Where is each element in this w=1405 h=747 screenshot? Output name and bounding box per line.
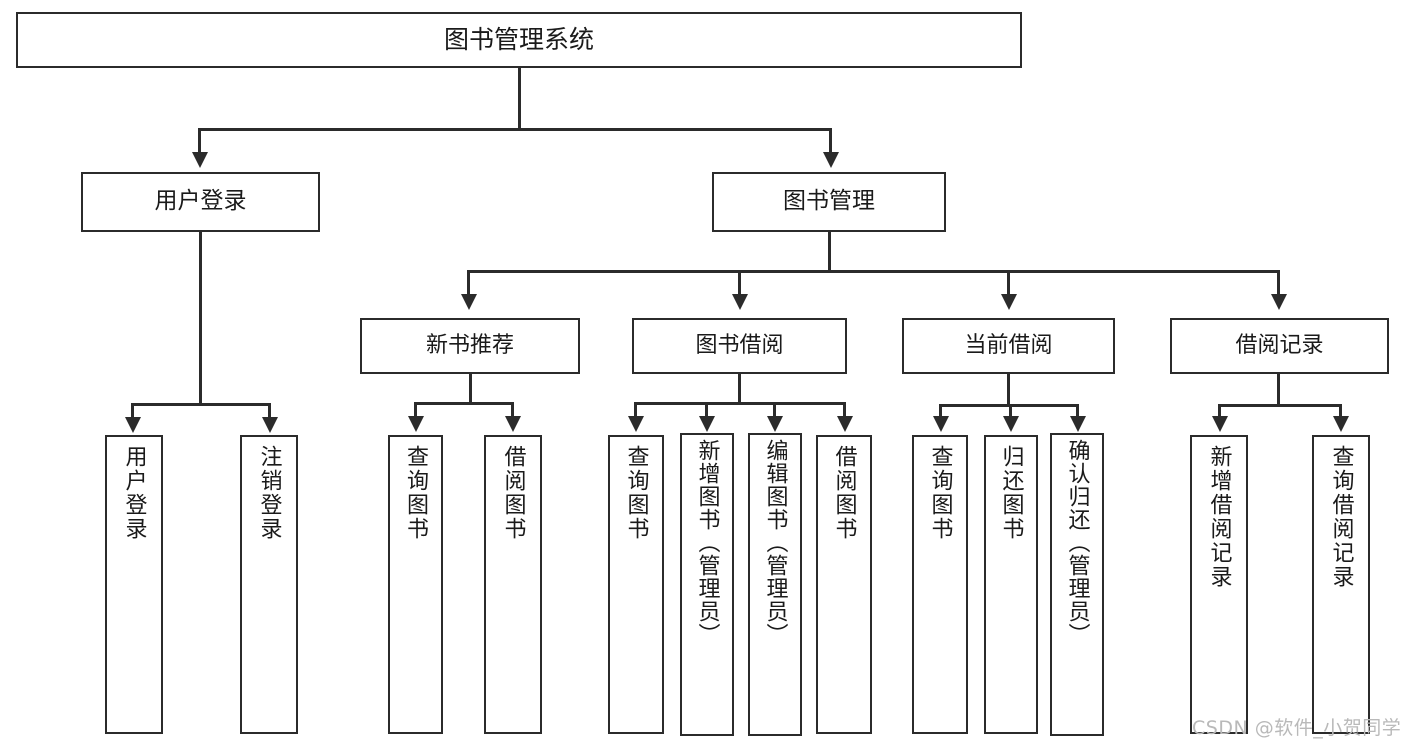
connector-root-drop-2: [829, 128, 832, 154]
node-label: 查询图书: [927, 445, 953, 541]
node-label: 借阅图书: [500, 445, 526, 541]
arrow-to-book-borrow: [732, 294, 748, 310]
arrow-to-user-login: [192, 152, 208, 168]
node-borrow-record[interactable]: 借阅记录: [1170, 318, 1389, 374]
connector-current-drop-1: [939, 404, 942, 418]
leaf-user-login[interactable]: 用户登录: [105, 435, 163, 734]
node-label: 新增借阅记录: [1206, 445, 1232, 589]
arrow-to-leaf-confirm-return: [1070, 416, 1086, 432]
arrow-to-leaf-query-book-3: [933, 416, 949, 432]
connector-bookmgmt-drop-1: [467, 270, 470, 296]
node-label: 图书管理: [783, 188, 875, 215]
connector-record-stem: [1277, 374, 1280, 406]
connector-record-drop-1: [1218, 404, 1221, 418]
connector-userlogin-bus: [131, 403, 270, 406]
arrow-to-leaf-borrow-book-1: [505, 416, 521, 432]
leaf-return-book[interactable]: 归还图书: [984, 435, 1038, 734]
arrow-to-leaf-query-book-1: [408, 416, 424, 432]
node-label: 新增图书（管理员）: [694, 439, 720, 646]
leaf-add-book-admin[interactable]: 新增图书（管理员）: [680, 433, 734, 736]
connector-recommend-stem: [469, 374, 472, 404]
connector-bookmgmt-drop-3: [1007, 270, 1010, 296]
node-label: 借阅图书: [831, 445, 857, 541]
connector-borrow-drop-2: [705, 402, 708, 418]
arrow-to-leaf-borrow-book-2: [837, 416, 853, 432]
arrow-to-leaf-query-record: [1333, 416, 1349, 432]
arrow-to-leaf-add-book: [699, 416, 715, 432]
node-label: 借阅记录: [1235, 333, 1324, 359]
connector-record-drop-2: [1339, 404, 1342, 418]
connector-root-stem: [518, 68, 521, 130]
leaf-confirm-return-admin[interactable]: 确认归还（管理员）: [1050, 433, 1104, 736]
node-label: 查询图书: [623, 445, 649, 541]
leaf-borrow-book[interactable]: 借阅图书: [816, 435, 872, 734]
node-current-borrow[interactable]: 当前借阅: [902, 318, 1115, 374]
node-label: 用户登录: [121, 445, 147, 541]
node-user-login[interactable]: 用户登录: [81, 172, 320, 232]
connector-bookmgmt-drop-4: [1277, 270, 1280, 296]
node-label: 当前借阅: [964, 333, 1053, 359]
arrow-to-current-borrow: [1001, 294, 1017, 310]
connector-root-bus: [198, 128, 831, 131]
node-label: 新书推荐: [425, 333, 514, 359]
connector-borrow-drop-4: [843, 402, 846, 418]
connector-recommend-drop-2: [511, 402, 514, 418]
connector-borrow-stem: [738, 374, 741, 404]
arrow-to-leaf-user-login: [125, 417, 141, 433]
leaf-borrow-book-recommend[interactable]: 借阅图书: [484, 435, 542, 734]
connector-borrow-drop-3: [773, 402, 776, 418]
connector-bookmgmt-stem: [828, 232, 831, 272]
connector-userlogin-drop-2: [268, 403, 271, 419]
leaf-query-book-current[interactable]: 查询图书: [912, 435, 968, 734]
arrow-to-leaf-logout: [262, 417, 278, 433]
connector-borrow-bus: [634, 402, 845, 405]
arrow-to-book-management: [823, 152, 839, 168]
arrow-to-leaf-add-record: [1212, 416, 1228, 432]
arrow-to-borrow-record: [1271, 294, 1287, 310]
node-label: 归还图书: [998, 445, 1024, 541]
arrow-to-leaf-return-book: [1003, 416, 1019, 432]
node-root-system[interactable]: 图书管理系统: [16, 12, 1022, 68]
node-book-borrow[interactable]: 图书借阅: [632, 318, 847, 374]
connector-recommend-drop-1: [414, 402, 417, 418]
connector-current-drop-2: [1009, 404, 1012, 418]
arrow-to-leaf-query-book-2: [628, 416, 644, 432]
node-label: 查询图书: [403, 445, 429, 541]
node-new-book-recommend[interactable]: 新书推荐: [360, 318, 580, 374]
connector-root-drop-1: [198, 128, 201, 154]
node-label: 图书借阅: [695, 333, 784, 359]
leaf-query-book-recommend[interactable]: 查询图书: [388, 435, 443, 734]
connector-borrow-drop-1: [634, 402, 637, 418]
leaf-query-book-borrow[interactable]: 查询图书: [608, 435, 664, 734]
connector-record-bus: [1218, 404, 1341, 407]
leaf-query-borrow-record[interactable]: 查询借阅记录: [1312, 435, 1370, 734]
node-label: 图书管理系统: [443, 25, 594, 55]
leaf-logout[interactable]: 注销登录: [240, 435, 298, 734]
node-label: 注销登录: [256, 445, 282, 541]
leaf-edit-book-admin[interactable]: 编辑图书（管理员）: [748, 433, 802, 736]
connector-bookmgmt-drop-2: [738, 270, 741, 296]
node-label: 确认归还（管理员）: [1064, 439, 1090, 646]
connector-current-bus: [939, 404, 1078, 407]
connector-bookmgmt-bus: [467, 270, 1279, 273]
node-label: 查询借阅记录: [1328, 445, 1354, 589]
node-book-management[interactable]: 图书管理: [712, 172, 946, 232]
node-label: 编辑图书（管理员）: [762, 439, 788, 646]
arrow-to-leaf-edit-book: [767, 416, 783, 432]
arrow-to-new-book-recommend: [461, 294, 477, 310]
leaf-add-borrow-record[interactable]: 新增借阅记录: [1190, 435, 1248, 734]
connector-current-stem: [1007, 374, 1010, 406]
connector-current-drop-3: [1076, 404, 1079, 418]
connector-userlogin-drop-1: [131, 403, 134, 419]
connector-userlogin-stem: [199, 232, 202, 405]
connector-recommend-bus: [414, 402, 513, 405]
node-label: 用户登录: [154, 188, 247, 215]
